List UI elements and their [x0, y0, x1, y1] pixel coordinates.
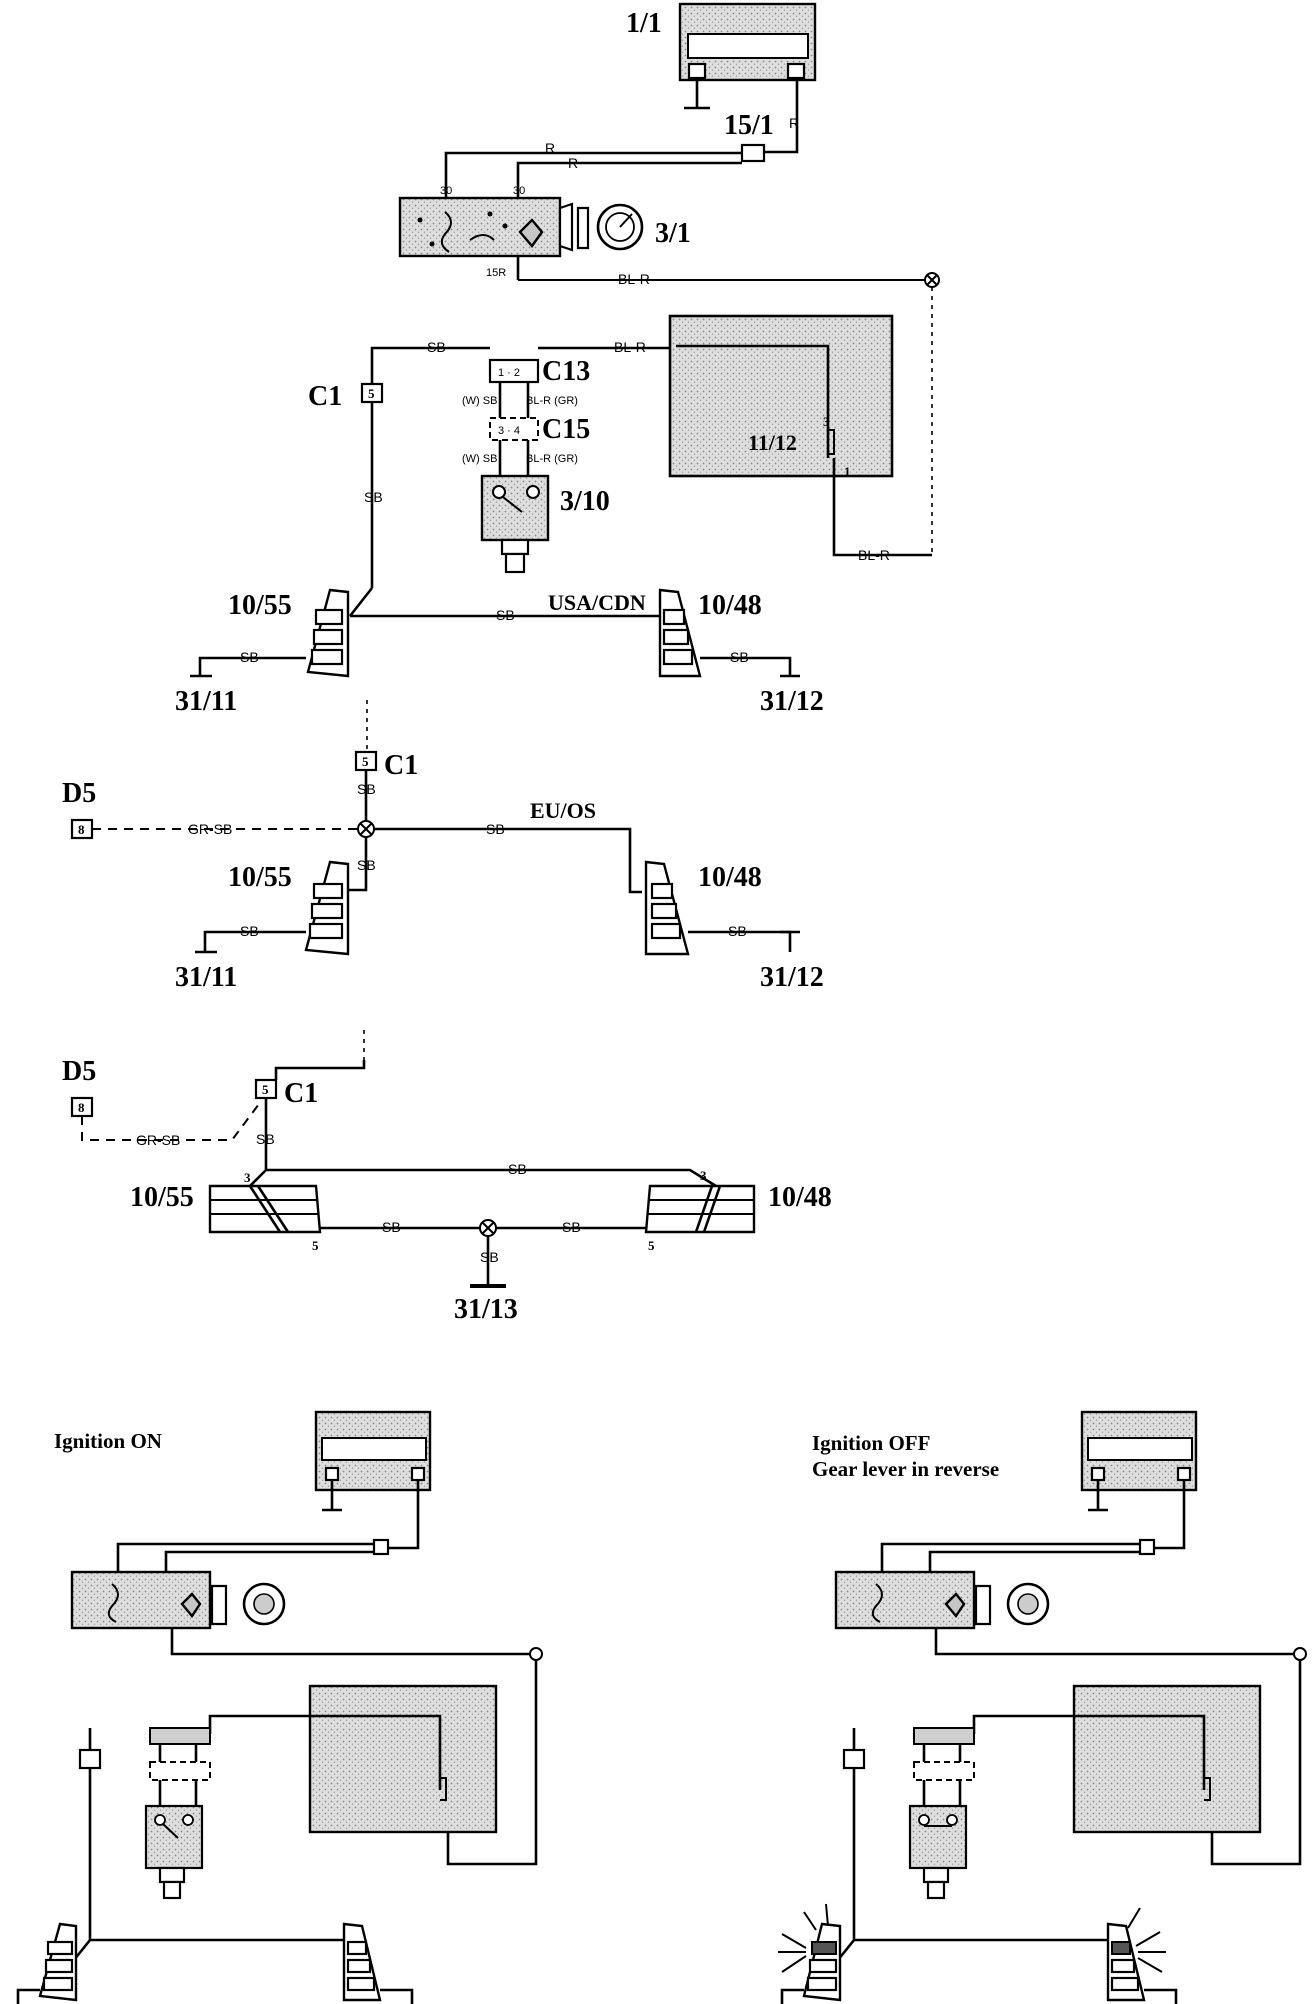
control-module — [668, 314, 894, 478]
wire-label-sb: SB — [364, 489, 383, 505]
d5-label: D5 — [62, 1056, 96, 1087]
c1-label: C1 — [308, 381, 342, 412]
pin-label: 30 — [440, 185, 452, 197]
tail-lamp-right — [644, 860, 690, 956]
wire-label-sb: SB — [357, 857, 376, 873]
wire-label-sb: SB — [730, 649, 749, 665]
pin-label: (W) SB — [462, 395, 497, 407]
wire-label-sb: SB — [480, 1249, 499, 1265]
pin-label: 30 — [513, 185, 525, 197]
wire-label-bl-r: BL-R — [618, 271, 650, 287]
pin-label: BL-R (GR) — [526, 395, 578, 407]
wire-label-gr-sb: GR-SB — [188, 821, 232, 837]
wire-bl-r — [538, 346, 678, 350]
c1-label: C1 — [384, 750, 418, 781]
pin-label: BL-R (GR) — [526, 453, 578, 465]
reverse-light-switch — [480, 474, 550, 574]
wire-label-gr-sb: GR-SB — [136, 1132, 180, 1148]
connector-c15 — [489, 417, 539, 441]
tail-lamp-left — [306, 588, 350, 678]
wire-sb — [370, 346, 490, 384]
wire-label-sb: SB — [256, 1131, 275, 1147]
splice — [357, 820, 375, 838]
pin-label: 1 · 2 — [498, 367, 520, 379]
pin-label: 8 — [78, 822, 85, 837]
ground-31-11: 31/11 — [175, 962, 237, 993]
tail-lamp-right — [644, 1184, 756, 1234]
pin-label: 5 — [312, 1238, 319, 1253]
wire-label-sb: SB — [240, 923, 259, 939]
c15-label: C15 — [542, 414, 590, 445]
ignition-switch — [398, 196, 644, 280]
pin-label: 5 — [648, 1238, 655, 1253]
pin-label: 5 — [368, 386, 375, 401]
pin-label: 3 — [823, 414, 830, 429]
wire-label-sb: SB — [728, 923, 747, 939]
battery — [678, 2, 817, 148]
wire-label-sb: SB — [508, 1161, 527, 1177]
variant-usa: USA/CDN — [548, 590, 646, 615]
fuse-label: 15/1 — [724, 110, 774, 141]
ground-31-13: 31/13 — [454, 1294, 518, 1325]
d5-label: D5 — [62, 778, 96, 809]
ground-31-12: 31/12 — [760, 962, 824, 993]
pin-label: 15R — [486, 267, 506, 279]
mini-diagram-ignition-on: Ignition ON — [16, 1410, 543, 2004]
lamp-right-label: 10/48 — [698, 862, 762, 893]
wire-label-sb: SB — [496, 607, 515, 623]
c13-label: C13 — [542, 356, 590, 387]
lamp-left-label: 10/55 — [228, 590, 292, 621]
lamp-right-label: 10/48 — [698, 590, 762, 621]
wire-label-r: R — [545, 140, 555, 156]
pin-label: 8 — [78, 1100, 85, 1115]
wire-label-r: R — [568, 155, 578, 171]
splice — [924, 272, 940, 288]
pin-label: 1 — [844, 464, 851, 479]
ground-31-11: 31/11 — [175, 686, 237, 717]
wire-label-sb: SB — [562, 1219, 581, 1235]
connector-c13 — [488, 358, 540, 384]
c1-label: C1 — [284, 1078, 318, 1109]
wire-label-bl-r: BL-R — [858, 547, 890, 563]
mini-diagram-ignition-off: Ignition OFF Gear lever in reverse — [778, 1410, 1307, 2004]
wire-label-sb: SB — [427, 339, 446, 355]
pin-label: 3 — [700, 1168, 707, 1183]
tail-lamp-right — [658, 588, 702, 678]
wire-label-sb: SB — [382, 1219, 401, 1235]
battery-label: 1/1 — [626, 8, 662, 39]
wire-bl-r — [832, 458, 932, 557]
pin-label: 5 — [362, 754, 369, 769]
pin-label: 3 — [244, 1170, 251, 1185]
wire-label-sb: SB — [357, 781, 376, 797]
pin-label: 5 — [262, 1082, 269, 1097]
tail-lamp-left — [304, 860, 350, 956]
state-ignition-off: Ignition OFF — [812, 1431, 930, 1455]
supply-wires — [444, 143, 799, 198]
pin-label: (W) SB — [462, 453, 497, 465]
ignition-switch-label: 3/1 — [655, 218, 691, 249]
lamp-left-label: 10/55 — [228, 862, 292, 893]
lamp-left-label: 10/55 — [130, 1182, 194, 1213]
wire-sb — [348, 587, 660, 618]
pin-label: 3 · 4 — [498, 425, 520, 437]
state-ignition-on: Ignition ON — [54, 1429, 162, 1453]
state-gear-reverse: Gear lever in reverse — [812, 1457, 999, 1481]
light-rays — [778, 1903, 829, 1973]
ground-31-12: 31/12 — [760, 686, 824, 717]
wire-label-bl-r: BL-R — [614, 339, 646, 355]
module-label: 11/12 — [748, 430, 797, 455]
light-rays — [1127, 1907, 1166, 1973]
fuse-15-1 — [740, 143, 766, 163]
lamp-right-label: 10/48 — [768, 1182, 832, 1213]
wire-label-sb: SB — [240, 649, 259, 665]
wire-label-sb: SB — [486, 821, 505, 837]
tail-lamp-left — [208, 1184, 322, 1234]
variant-eu: EU/OS — [530, 798, 596, 823]
reverse-switch-label: 3/10 — [560, 486, 610, 517]
wire-label-r: R — [789, 115, 799, 131]
splice — [479, 1219, 497, 1237]
